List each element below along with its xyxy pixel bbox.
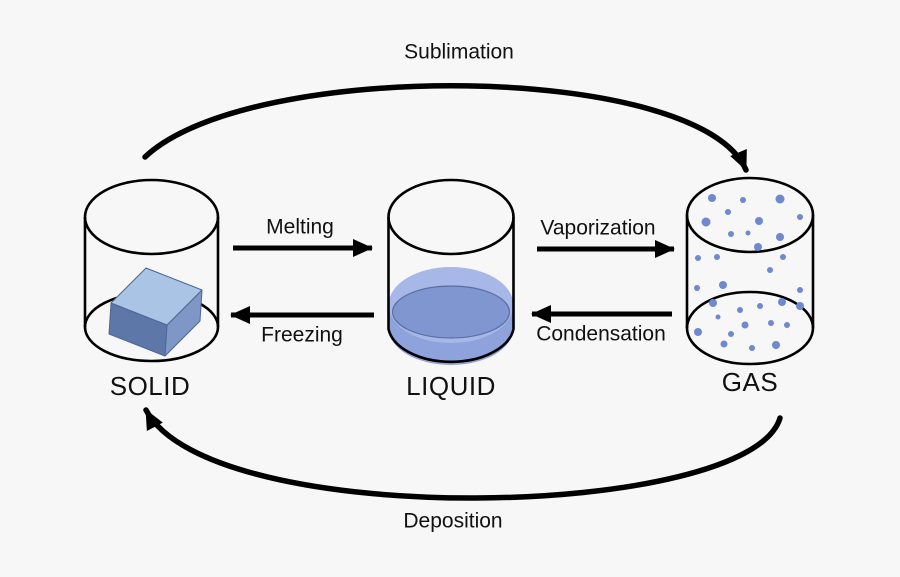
solid-label: SOLID bbox=[109, 371, 191, 401]
gas-particle bbox=[778, 298, 786, 306]
gas-particle bbox=[725, 209, 731, 215]
condensation-label: Condensation bbox=[536, 322, 666, 346]
liquid-beaker-wall bbox=[387, 217, 515, 364]
gas-beaker bbox=[685, 176, 815, 366]
gas-particle bbox=[755, 217, 763, 225]
solid-beaker-top-rim bbox=[83, 178, 220, 256]
deposition-label: Deposition bbox=[403, 509, 503, 533]
gas-particle bbox=[714, 254, 720, 260]
gas-particle bbox=[719, 281, 727, 289]
gas-particle bbox=[741, 321, 749, 329]
gas-particle bbox=[728, 231, 734, 237]
gas-particle bbox=[740, 197, 746, 203]
gas-particle bbox=[749, 345, 755, 351]
gas-particle bbox=[767, 267, 773, 273]
gas-particle bbox=[784, 322, 790, 328]
gas-particle bbox=[772, 341, 780, 349]
ice-block bbox=[108, 267, 203, 357]
liquid-beaker-top-rim bbox=[387, 178, 515, 256]
solid-beaker bbox=[83, 178, 220, 363]
gas-label: GAS bbox=[721, 367, 779, 397]
gas-particle bbox=[775, 194, 785, 204]
gas-particle bbox=[737, 307, 743, 313]
gas-particles bbox=[694, 194, 804, 351]
gas-particle bbox=[797, 214, 803, 220]
gas-beaker-top-rim bbox=[685, 176, 815, 254]
gas-particle bbox=[776, 233, 784, 241]
liquid-label: LIQUID bbox=[406, 371, 496, 401]
gas-particle bbox=[797, 287, 803, 293]
gas-particle bbox=[796, 302, 804, 310]
sublimation-label: Sublimation bbox=[404, 40, 514, 64]
vaporization-label: Vaporization bbox=[540, 216, 656, 240]
liquid-beaker bbox=[387, 178, 515, 365]
gas-particle bbox=[694, 328, 702, 336]
ice-block-top-face bbox=[110, 267, 203, 326]
gas-particle bbox=[780, 254, 786, 260]
gas-particle bbox=[708, 194, 716, 202]
gas-particle bbox=[695, 255, 701, 261]
gas-particle bbox=[728, 331, 734, 337]
gas-beaker-bottom-rim bbox=[685, 290, 815, 366]
freezing-label: Freezing bbox=[261, 323, 343, 347]
gas-particle bbox=[768, 320, 774, 326]
gas-particle bbox=[715, 314, 721, 320]
liquid-surface-inner bbox=[391, 285, 511, 339]
gas-particle bbox=[745, 230, 751, 236]
gas-particle bbox=[709, 299, 717, 307]
gas-particle bbox=[757, 303, 763, 309]
gas-particle bbox=[754, 243, 762, 251]
sublimation-arrow bbox=[142, 82, 749, 173]
gas-particle bbox=[694, 285, 700, 291]
melting-label: Melting bbox=[266, 215, 334, 239]
deposition-arrow bbox=[143, 407, 783, 501]
gas-particle bbox=[701, 217, 711, 227]
gas-particle bbox=[720, 340, 728, 348]
